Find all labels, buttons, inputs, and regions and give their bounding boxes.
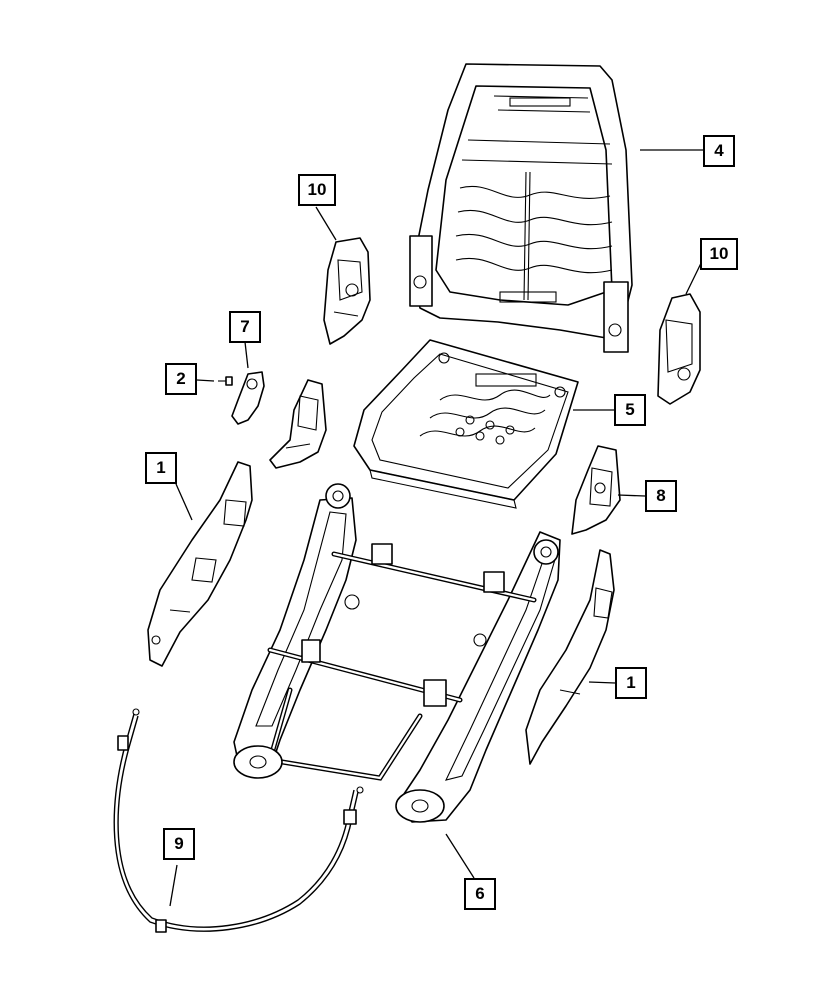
seat-back-frame bbox=[409, 63, 633, 353]
recliner-handle bbox=[231, 371, 265, 425]
leader-lines bbox=[169, 149, 706, 907]
left-inner-shield bbox=[269, 379, 327, 469]
callout-5: 5 bbox=[614, 394, 646, 426]
callout-4: 4 bbox=[703, 135, 735, 167]
screw bbox=[218, 376, 233, 386]
callout-8: 8 bbox=[645, 480, 677, 512]
seat-cushion-pan bbox=[353, 339, 579, 509]
callout-2: 2 bbox=[165, 363, 197, 395]
callout-6: 6 bbox=[464, 878, 496, 910]
right-outer-shield bbox=[525, 549, 615, 765]
left-outer-shield bbox=[147, 461, 253, 667]
right-back-side-cover bbox=[657, 293, 701, 405]
callout-7: 7 bbox=[229, 311, 261, 343]
right-inner-shield bbox=[571, 445, 621, 535]
seat-adjuster-assembly bbox=[233, 483, 561, 823]
adjuster-cable bbox=[113, 708, 364, 933]
callout-1-left: 1 bbox=[145, 452, 177, 484]
callout-10-left: 10 bbox=[298, 174, 336, 206]
callout-10-right: 10 bbox=[700, 238, 738, 270]
callout-9: 9 bbox=[163, 828, 195, 860]
left-back-side-cover bbox=[323, 237, 371, 345]
callout-1-right: 1 bbox=[615, 667, 647, 699]
